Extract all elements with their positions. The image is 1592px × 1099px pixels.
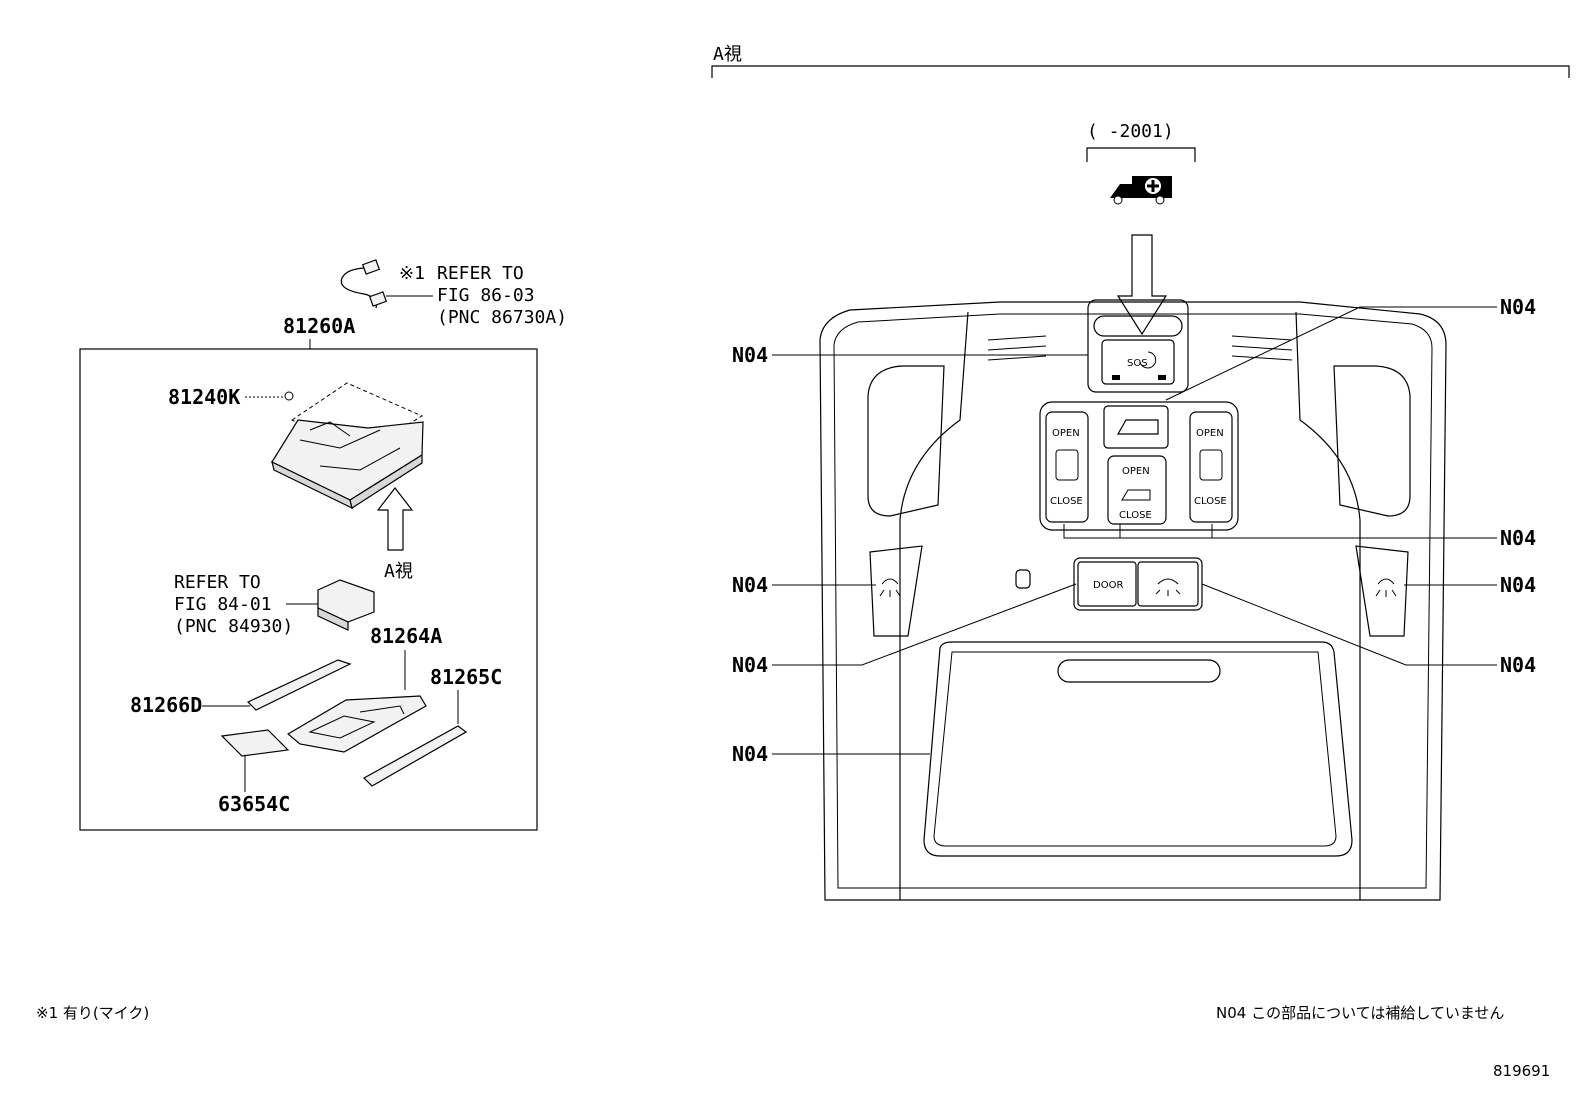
figure-id: 819691 <box>1493 1062 1550 1080</box>
console-module-part <box>317 579 375 631</box>
right-close-label: CLOSE <box>1194 496 1227 507</box>
callout-n04-room-leader <box>1201 583 1497 666</box>
view-a-header: A視 <box>713 44 742 65</box>
part-81264A-label: 81264A <box>370 624 442 648</box>
year-range-label: ( -2001) <box>1087 121 1174 142</box>
part-81240K-clip <box>284 391 294 401</box>
callout-n04-backdoor: N04 <box>1500 295 1536 319</box>
bezel-part <box>363 725 468 787</box>
door-button-label: DOOR <box>1093 580 1123 591</box>
map-lamp-icon <box>879 578 901 597</box>
part-81266D-label: 81266D <box>130 693 202 717</box>
mic-ref-line-3: (PNC 86730A) <box>437 307 567 328</box>
microphone-part <box>340 259 388 309</box>
door-switch-cluster <box>1039 401 1239 531</box>
view-a-arrow <box>376 487 414 551</box>
callout-n04-backdoor-leader <box>1165 306 1497 401</box>
back-door-icon <box>1116 419 1159 435</box>
callout-n04-door-leader <box>772 583 1077 666</box>
right-sliding-door-switch[interactable]: OPEN CLOSE <box>1189 411 1233 523</box>
view-a-bracket <box>711 65 1570 78</box>
left-vent-slots <box>987 335 1047 361</box>
part-81265C-label: 81265C <box>430 665 502 689</box>
callout-n04-cluster-leader <box>1063 524 1497 539</box>
right-map-lamp-button[interactable] <box>1355 545 1409 637</box>
map-lamp-icon <box>1375 578 1397 597</box>
year-range-bracket <box>1086 147 1196 162</box>
console-ref-line-2: FIG 84-01 <box>174 594 272 615</box>
door-button[interactable]: DOOR <box>1077 561 1137 607</box>
sos-button-label: SOS <box>1127 358 1148 369</box>
back-door-button[interactable] <box>1103 405 1169 449</box>
callout-n04-door: N04 <box>732 653 768 677</box>
sos-panel <box>1087 299 1189 393</box>
lamp-housing-part <box>271 382 424 510</box>
part-81240K-label: 81240K <box>168 385 240 409</box>
console-ref-line-1: REFER TO <box>174 572 261 593</box>
callout-n04-right-lamp: N04 <box>1500 573 1536 597</box>
center-back-door-switch[interactable]: OPEN CLOSE <box>1107 455 1167 525</box>
callout-n04-cluster: N04 <box>1500 526 1536 550</box>
view-down-arrow <box>1116 234 1168 336</box>
lower-lamp-lens-inner <box>933 651 1337 847</box>
map-lamp-icon <box>1155 578 1181 596</box>
pad-part <box>220 729 290 757</box>
left-sliding-door-switch[interactable]: OPEN CLOSE <box>1045 411 1089 523</box>
left-close-label: CLOSE <box>1050 496 1083 507</box>
right-open-label: OPEN <box>1196 428 1224 439</box>
sensor-window <box>1015 569 1031 589</box>
mic-ref-line-2: FIG 86-03 <box>437 285 535 306</box>
center-open-label: OPEN <box>1122 466 1150 477</box>
mic-ref-mark: ※1 <box>399 263 425 284</box>
lower-lamp-lens <box>923 641 1353 857</box>
mic-ref-line-1: REFER TO <box>437 263 524 284</box>
n04-footnote: N04 この部品については補給していません <box>1216 1004 1504 1022</box>
room-lamp-button[interactable] <box>1137 561 1199 607</box>
right-lamp-lens <box>1333 365 1411 517</box>
sos-top-slot <box>1093 315 1183 337</box>
part-63654C-label: 63654C <box>218 792 290 816</box>
lower-lamp-slot <box>1057 659 1221 683</box>
right-vent-slots <box>1231 335 1293 361</box>
lens-strip-part <box>246 659 352 711</box>
sliding-door-icon <box>1199 449 1223 481</box>
center-close-label: CLOSE <box>1119 510 1152 521</box>
left-lamp-lens <box>867 365 945 517</box>
left-open-label: OPEN <box>1052 428 1080 439</box>
sos-button[interactable]: SOS <box>1101 339 1175 385</box>
callout-n04-room: N04 <box>1500 653 1536 677</box>
cover-panel-part <box>286 695 427 753</box>
callout-n04-left-lamp: N04 <box>732 573 768 597</box>
assembly-box <box>79 348 538 831</box>
callout-n04-lens: N04 <box>732 742 768 766</box>
part-81260A-label: 81260A <box>283 314 355 338</box>
callout-n04-sos: N04 <box>732 343 768 367</box>
left-map-lamp-button[interactable] <box>869 545 923 637</box>
sliding-door-icon <box>1055 449 1079 481</box>
mic-footnote: ※1 有り(マイク) <box>36 1004 149 1022</box>
view-a-arrow-label: A視 <box>384 561 413 582</box>
overhead-console-outline <box>819 301 1447 901</box>
ambulance-icon <box>1110 176 1172 205</box>
back-door-icon <box>1121 489 1151 501</box>
console-ref-line-3: (PNC 84930) <box>174 616 293 637</box>
